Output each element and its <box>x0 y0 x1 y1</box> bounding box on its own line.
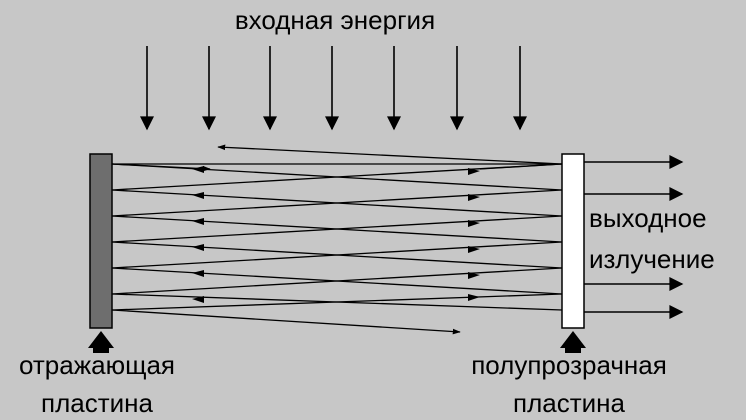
ray-arrowhead <box>192 296 204 303</box>
reflection-ray <box>111 241 563 269</box>
input-energy-label: входная энергия <box>235 5 435 35</box>
semitransparent-plate-label-line2: пластина <box>513 388 626 418</box>
reflection-ray <box>217 144 563 165</box>
ray-arrowhead <box>468 294 480 301</box>
reflection-ray <box>111 189 563 217</box>
input-energy-arrows <box>140 46 527 131</box>
ray-arrowhead <box>192 244 204 251</box>
ray-arrowhead <box>192 166 204 173</box>
reflection-ray <box>111 163 563 191</box>
reflection-ray <box>111 215 563 243</box>
reflecting-plate-label-line1: отражающая <box>19 350 175 380</box>
ray-arrowhead <box>468 272 480 279</box>
output-radiation-arrows <box>584 155 684 319</box>
ray-arrowhead <box>192 270 204 277</box>
ray-direction-arrowheads <box>192 166 480 303</box>
semitransparent-plate <box>561 153 585 329</box>
semitransparent-plate-support-icon <box>560 331 586 348</box>
reflection-ray <box>111 293 563 311</box>
ray-arrowhead <box>468 168 480 175</box>
semitransparent-plate-label-line1: полупрозрачная <box>471 350 667 380</box>
ray-arrowhead <box>192 218 204 225</box>
reflecting-plate-support-base <box>93 346 109 353</box>
reflecting-plate-label-line2: пластина <box>41 388 154 418</box>
output-label-line2: излучение <box>589 244 715 274</box>
reflection-rays <box>111 144 563 335</box>
reflecting-plate-support-icon <box>88 331 114 348</box>
reflection-ray <box>111 309 461 335</box>
reflecting-plate <box>89 153 113 329</box>
reflection-ray <box>111 267 563 295</box>
ray-arrowhead <box>192 192 204 199</box>
ray-arrowhead <box>468 246 480 253</box>
output-label-line1: выходное <box>589 203 707 233</box>
semitransparent-plate-support-base <box>565 346 581 353</box>
ray-arrowhead <box>468 194 480 201</box>
ray-arrowhead <box>468 220 480 227</box>
